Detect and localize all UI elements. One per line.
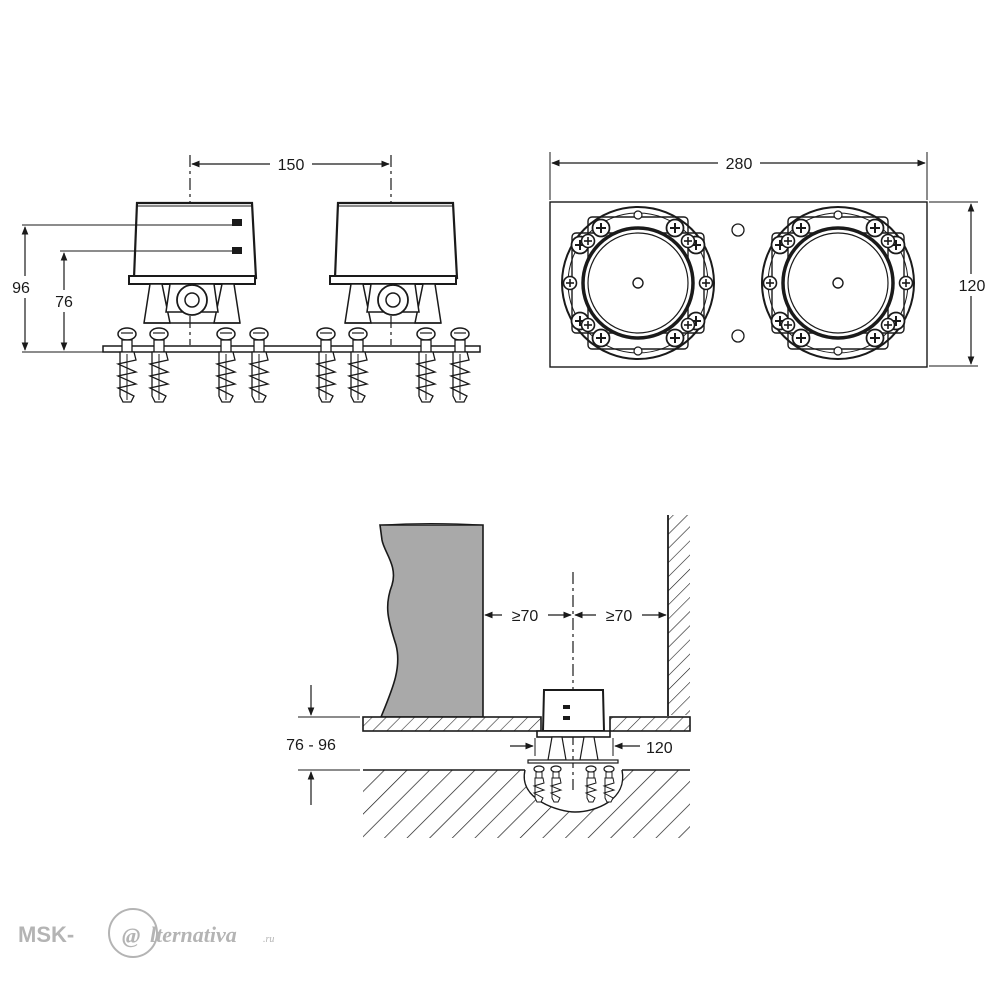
concrete-base xyxy=(363,770,690,838)
dim-floor-range-label: 76 - 96 xyxy=(286,737,336,754)
top-view: 280 120 xyxy=(549,151,992,368)
watermark-suffix: lternativa xyxy=(150,922,237,947)
dim-clear-left-label: ≥70 xyxy=(512,608,539,625)
dim-height-min-label: 76 xyxy=(55,294,73,311)
dim-width-label: 280 xyxy=(726,156,753,173)
dim-depth-label: 120 xyxy=(959,278,986,295)
install-view: ≥70 ≥70 76 - 96 120 xyxy=(286,515,691,838)
watermark-tld: .ru xyxy=(263,934,274,945)
mounting-rail xyxy=(102,345,481,353)
dim-spacing-label: 150 xyxy=(278,157,305,174)
front-anchors xyxy=(117,327,470,403)
top-fixture-left xyxy=(562,207,714,359)
install-box xyxy=(541,689,606,732)
front-box-right xyxy=(328,201,459,325)
adjacent-object xyxy=(379,524,484,718)
watermark: MSK- @ lternativa .ru xyxy=(18,908,274,958)
watermark-logo-circle xyxy=(108,908,158,958)
wall-hatching xyxy=(668,515,690,715)
dim-height-max-label: 96 xyxy=(12,280,30,297)
front-view: 150 96 76 xyxy=(8,152,481,403)
watermark-at-sign: @ xyxy=(122,923,140,948)
dim-clear-right-label: ≥70 xyxy=(606,608,633,625)
dim-box-width-label: 120 xyxy=(646,740,673,757)
watermark-prefix: MSK- xyxy=(18,922,74,947)
top-fixture-right xyxy=(762,207,914,359)
